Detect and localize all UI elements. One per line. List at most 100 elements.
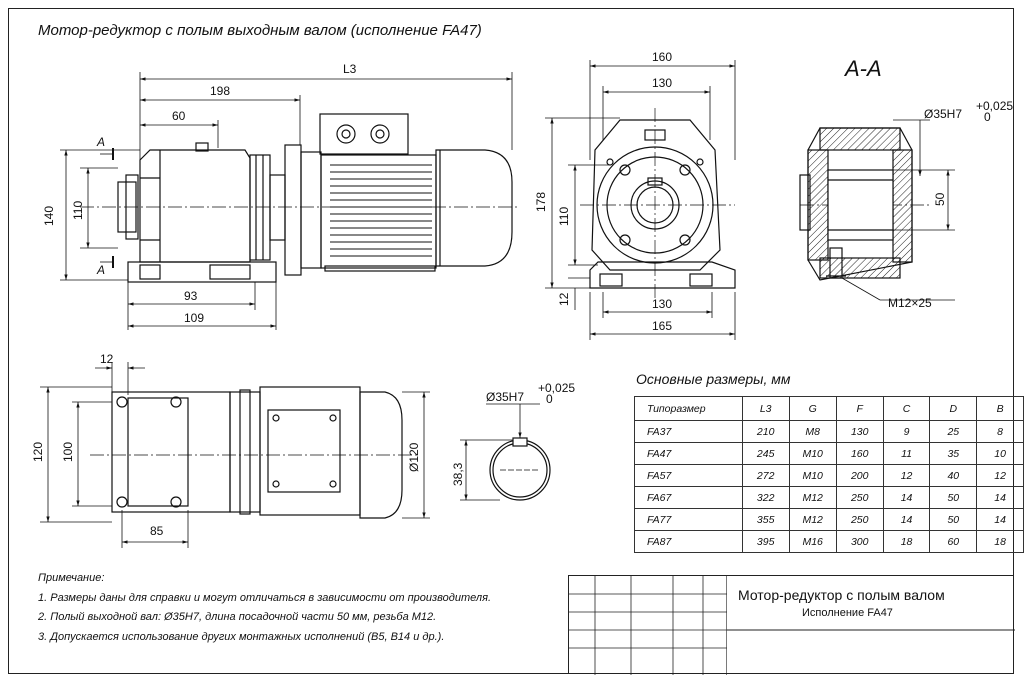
- dim-120-plan: 120: [31, 442, 45, 462]
- title-block-subtitle: Исполнение FA47: [802, 607, 893, 619]
- table-cell: 8: [976, 420, 1024, 443]
- table-cell: 395: [741, 530, 790, 553]
- title-block-lines: [727, 629, 1015, 631]
- table-cell: 25: [929, 420, 978, 443]
- table-row: FA77 355 M12 250 14 50 14: [634, 508, 1024, 531]
- title-block: [568, 575, 1015, 675]
- note-item: 1. Размеры даны для справки и могут отли…: [38, 591, 492, 604]
- table-cell: 355: [741, 508, 790, 531]
- table-cell: 10: [976, 442, 1024, 465]
- dim-130-top: 130: [652, 76, 672, 90]
- table-cell: M8: [788, 420, 837, 443]
- table-row: FA57 272 M10 200 12 40 12: [634, 464, 1024, 487]
- drawing-frame: [8, 8, 1014, 674]
- table-cell: 18: [976, 530, 1024, 553]
- table-cell: 14: [882, 508, 931, 531]
- table-cell: 60: [929, 530, 978, 553]
- table-header: G: [788, 396, 837, 421]
- table-cell: 200: [835, 464, 884, 487]
- table-cell: 50: [929, 508, 978, 531]
- shaft-bore-diameter: Ø35H7: [486, 390, 524, 404]
- shaft-tol-upper: +0,025: [538, 381, 575, 395]
- dim-50: 50: [933, 192, 947, 206]
- section-mark-A-top: A: [96, 135, 105, 149]
- table-header: Типоразмер: [634, 396, 743, 421]
- table-header: D: [929, 396, 978, 421]
- table-cell: M10: [788, 442, 837, 465]
- table-cell: 35: [929, 442, 978, 465]
- dim-L3: L3: [343, 62, 357, 76]
- dim-198: 198: [210, 84, 230, 98]
- dim-140: 140: [42, 206, 56, 226]
- table-title: Основные размеры, мм: [636, 371, 791, 387]
- plan-view: [90, 386, 420, 519]
- note-item: 2. Полый выходной вал: Ø35H7, длина поса…: [38, 611, 437, 623]
- dim-109: 109: [184, 311, 204, 325]
- table-cell: M16: [788, 530, 837, 553]
- dim-110: 110: [71, 201, 85, 220]
- table-cell: FA57: [634, 464, 743, 487]
- notes-heading: Примечание:: [38, 572, 105, 584]
- table-cell: 130: [835, 420, 884, 443]
- dim-178: 178: [534, 192, 548, 212]
- table-header-row: Типоразмер L3 G F C D B: [634, 396, 1024, 421]
- dim-130-bottom: 130: [652, 297, 672, 311]
- dim-165: 165: [652, 319, 672, 333]
- bore-tol-upper: +0,025: [976, 99, 1013, 113]
- table-cell: 210: [741, 420, 790, 443]
- title-block-grid: [569, 576, 727, 675]
- table-cell: 245: [741, 442, 790, 465]
- table-cell: 12: [882, 464, 931, 487]
- table-header: B: [976, 396, 1024, 421]
- table-cell: 40: [929, 464, 978, 487]
- table-cell: 18: [882, 530, 931, 553]
- table-row: FA47 245 M10 160 11 35 10: [634, 442, 1024, 465]
- table-cell: 322: [741, 486, 790, 509]
- table-cell: M10: [788, 464, 837, 487]
- table-cell: 12: [976, 464, 1024, 487]
- dim-110-front: 110: [557, 207, 571, 226]
- dim-12-front: 12: [557, 292, 571, 306]
- table-row: FA87 395 M16 300 18 60 18: [634, 530, 1024, 553]
- table-cell: M12: [788, 486, 837, 509]
- front-view: [580, 108, 736, 300]
- shaft-detail: [489, 437, 551, 501]
- bore-diameter: Ø35H7: [924, 107, 962, 121]
- dim-38-3: 38,3: [451, 462, 465, 486]
- table-cell: FA67: [634, 486, 743, 509]
- section-mark-A-bottom: A: [96, 263, 105, 277]
- dim-120-motor: Ø120: [407, 442, 421, 472]
- table-row: FA37 210 M8 130 9 25 8: [634, 420, 1024, 443]
- shaft-tol-lower: 0: [546, 392, 553, 406]
- dim-93: 93: [184, 289, 198, 303]
- table-cell: 250: [835, 508, 884, 531]
- table-cell: 250: [835, 486, 884, 509]
- side-view: [80, 113, 520, 283]
- section-a-a: [799, 127, 930, 281]
- table-cell: 9: [882, 420, 931, 443]
- dimensions-table: Типоразмер L3 G F C D B FA37 210 M8 130 …: [634, 396, 1024, 553]
- title-block-title: Мотор-редуктор с полым валом: [738, 587, 945, 603]
- table-cell: 300: [835, 530, 884, 553]
- dim-12-plan: 12: [100, 352, 114, 366]
- table-row: FA67 322 M12 250 14 50 14: [634, 486, 1024, 509]
- table-cell: FA87: [634, 530, 743, 553]
- drawing-title: Мотор-редуктор с полым выходным валом (и…: [38, 22, 482, 39]
- table-cell: 11: [882, 442, 931, 465]
- table-cell: 14: [882, 486, 931, 509]
- section-label: A-A: [845, 56, 882, 81]
- table-cell: 14: [976, 486, 1024, 509]
- table-cell: FA37: [634, 420, 743, 443]
- table-cell: 14: [976, 508, 1024, 531]
- table-header: F: [835, 396, 884, 421]
- dim-60: 60: [172, 109, 186, 123]
- table-cell: 160: [835, 442, 884, 465]
- thread-m12: M12×25: [888, 296, 932, 310]
- table-cell: 50: [929, 486, 978, 509]
- dim-100-plan: 100: [61, 442, 75, 462]
- dim-160: 160: [652, 50, 672, 64]
- table-cell: FA47: [634, 442, 743, 465]
- table-header: C: [882, 396, 931, 421]
- bore-tol-lower: 0: [984, 110, 991, 124]
